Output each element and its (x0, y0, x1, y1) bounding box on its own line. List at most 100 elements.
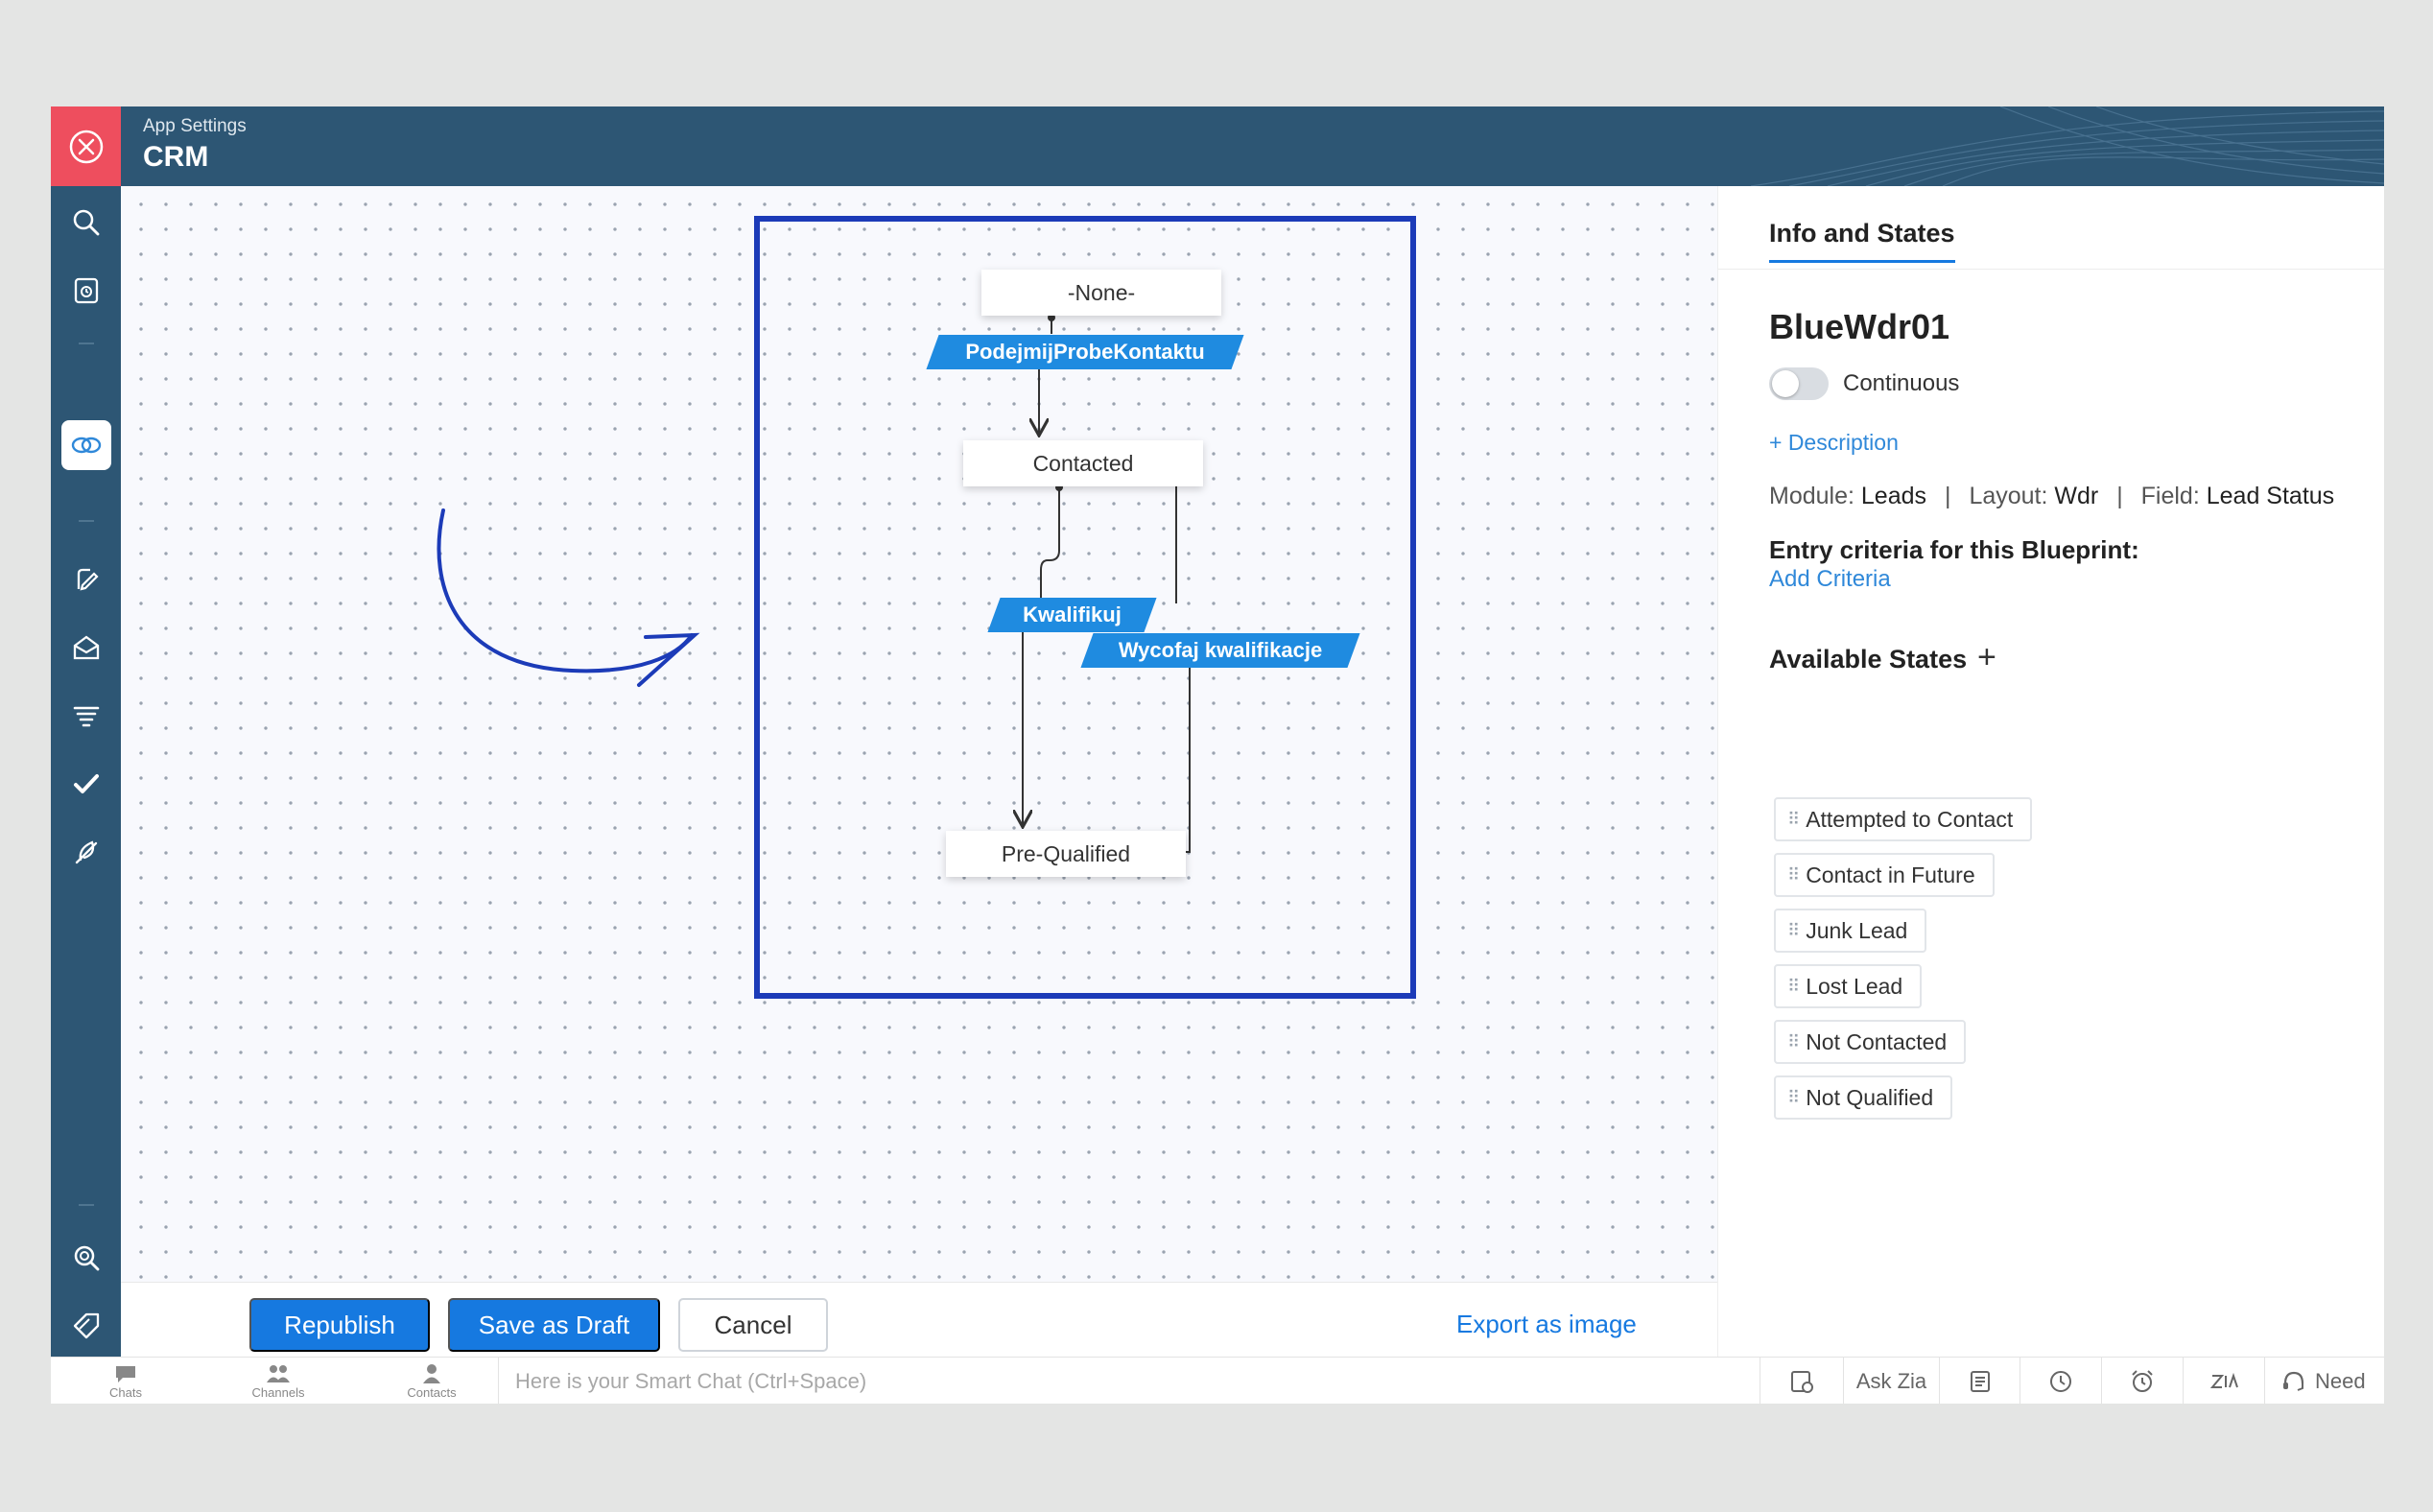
blueprint-meta: Module: Leads | Layout: Wdr | Field: Lea… (1769, 483, 2334, 510)
state-chip-label: Junk Lead (1806, 917, 1908, 943)
chat-icon (116, 1365, 135, 1382)
zia-tool-button[interactable] (2183, 1358, 2264, 1404)
feed-icon (1970, 1370, 1990, 1392)
state-none[interactable]: -None- (981, 270, 1221, 316)
contacts-button[interactable]: Contacts (391, 1358, 472, 1404)
smart-chat-input[interactable]: Here is your Smart Chat (Ctrl+Space) (498, 1358, 1760, 1404)
module-label: Module: (1769, 483, 1854, 509)
add-criteria-link[interactable]: Add Criteria (1769, 566, 1891, 592)
need-help-button[interactable]: Need (2264, 1358, 2384, 1404)
history-icon (2050, 1370, 2071, 1392)
blueprint-canvas[interactable]: -None- Contacted Pre-Qualified PodejmijP… (121, 186, 1717, 1282)
zia-icon (2209, 1372, 2238, 1388)
save-draft-button[interactable]: Save as Draft (448, 1298, 660, 1352)
drag-handle-icon[interactable]: ⠿ (1787, 976, 1800, 996)
header-wave-decoration (1750, 106, 2384, 186)
rail-approval-button[interactable] (51, 757, 121, 811)
rail-search-button[interactable] (51, 196, 121, 249)
tag-icon (73, 1312, 99, 1339)
rail-separator (79, 343, 94, 344)
alarm-tool-button[interactable] (2101, 1358, 2183, 1404)
republish-button[interactable]: Republish (249, 1298, 430, 1352)
funnel-icon (73, 706, 99, 727)
rail-separator (79, 1204, 94, 1206)
rail-recent-button[interactable] (51, 264, 121, 318)
app-subtitle: App Settings (143, 116, 247, 136)
state-contacted[interactable]: Contacted (963, 440, 1203, 486)
transition-wycofaj[interactable]: Wycofaj kwalifikacje (1080, 633, 1360, 668)
chats-button[interactable]: Chats (89, 1358, 162, 1404)
drag-handle-icon[interactable]: ⠿ (1787, 920, 1800, 940)
zoom-search-icon (74, 1245, 99, 1271)
app-window: App Settings CRM (51, 106, 2384, 1404)
approval-icon (73, 774, 99, 793)
field-label: Field: (2140, 483, 2200, 509)
tab-info-and-states[interactable]: Info and States (1769, 219, 1955, 263)
add-state-button[interactable]: + (1977, 639, 1996, 675)
recent-icon (74, 277, 98, 304)
channels-button[interactable]: Channels (234, 1358, 322, 1404)
state-chip-label: Lost Lead (1806, 973, 1903, 999)
continuous-label: Continuous (1843, 370, 1960, 396)
contacts-label: Contacts (407, 1384, 457, 1400)
available-state-chip[interactable]: ⠿ Lost Lead (1774, 964, 1923, 1008)
annotation-arrow (437, 508, 700, 687)
blueprint-icon (71, 437, 102, 454)
ask-zia-button[interactable]: Ask Zia (1843, 1358, 1939, 1404)
need-help-label: Need (2315, 1368, 2366, 1393)
state-prequalified[interactable]: Pre-Qualified (946, 831, 1186, 877)
available-state-chip[interactable]: ⠿Not Contacted (1774, 1020, 1967, 1064)
notes-tool-button[interactable] (1760, 1358, 1843, 1404)
feed-tool-button[interactable] (1939, 1358, 2020, 1404)
cancel-button[interactable]: Cancel (678, 1298, 828, 1352)
transition-kwalifikuj[interactable]: Kwalifikuj (987, 598, 1157, 632)
drag-handle-icon[interactable]: ⠿ (1787, 1087, 1800, 1107)
add-description-link[interactable]: + Description (1769, 430, 1899, 455)
canvas-footer: Republish Save as Draft Cancel Export as… (121, 1282, 1717, 1357)
rail-blueprint-button[interactable] (61, 420, 111, 470)
state-connectors (1023, 318, 1191, 853)
module-value: Leads (1860, 483, 1927, 509)
channels-icon (267, 1364, 290, 1382)
continuous-toggle[interactable] (1769, 367, 1829, 400)
drag-handle-icon[interactable]: ⠿ (1787, 1031, 1800, 1051)
rail-separator (79, 520, 94, 522)
edit-rules-icon (77, 568, 99, 591)
rail-tag-button[interactable] (51, 1299, 121, 1353)
export-image-link[interactable]: Export as image (1456, 1310, 1637, 1338)
connector-dots (1048, 314, 1144, 856)
rail-funnel-button[interactable] (51, 689, 121, 743)
transition-label: PodejmijProbeKontaktu (965, 340, 1205, 364)
alarm-icon (2132, 1369, 2153, 1392)
available-state-chip[interactable]: ⠿ Attempted to Contact (1774, 797, 2033, 841)
left-nav-rail (51, 186, 121, 1357)
notes-icon (1791, 1370, 1813, 1393)
contacts-icon (423, 1363, 440, 1383)
state-chip-label: Attempted to Contact (1806, 806, 2014, 832)
available-states-title: Available States (1769, 645, 1968, 673)
available-state-chip[interactable]: ⠿Contact in Future (1774, 853, 1995, 897)
drag-handle-icon[interactable]: ⠿ (1787, 864, 1800, 885)
blueprint-connectors (437, 216, 1416, 999)
rail-inbox-button[interactable] (51, 621, 121, 674)
tab-divider (1718, 269, 2384, 270)
rail-edit-rules-button[interactable] (51, 553, 121, 606)
drag-handle-icon[interactable]: ⠿ (1787, 809, 1800, 829)
search-icon (73, 209, 99, 236)
close-button[interactable] (51, 106, 121, 186)
inbox-icon (73, 635, 99, 660)
blueprint-name: BlueWdr01 (1769, 307, 1950, 346)
history-tool-button[interactable] (2020, 1358, 2101, 1404)
rail-zoom-search-button[interactable] (51, 1231, 121, 1285)
field-value: Lead Status (2206, 483, 2335, 509)
app-title: CRM (143, 141, 209, 173)
highlight-frame (754, 216, 1416, 999)
transition-label: Wycofaj kwalifikacje (1118, 638, 1323, 662)
entry-criteria-title: Entry criteria for this Blueprint: (1769, 535, 2139, 564)
transition-podejmij[interactable]: PodejmijProbeKontaktu (926, 335, 1244, 369)
available-state-chip[interactable]: ⠿Not Qualified (1774, 1075, 1953, 1120)
channels-label: Channels (251, 1384, 305, 1400)
rail-feather-button[interactable] (51, 825, 121, 879)
layout-value: Wdr (2054, 483, 2099, 509)
available-state-chip[interactable]: ⠿ Junk Lead (1774, 909, 1927, 953)
